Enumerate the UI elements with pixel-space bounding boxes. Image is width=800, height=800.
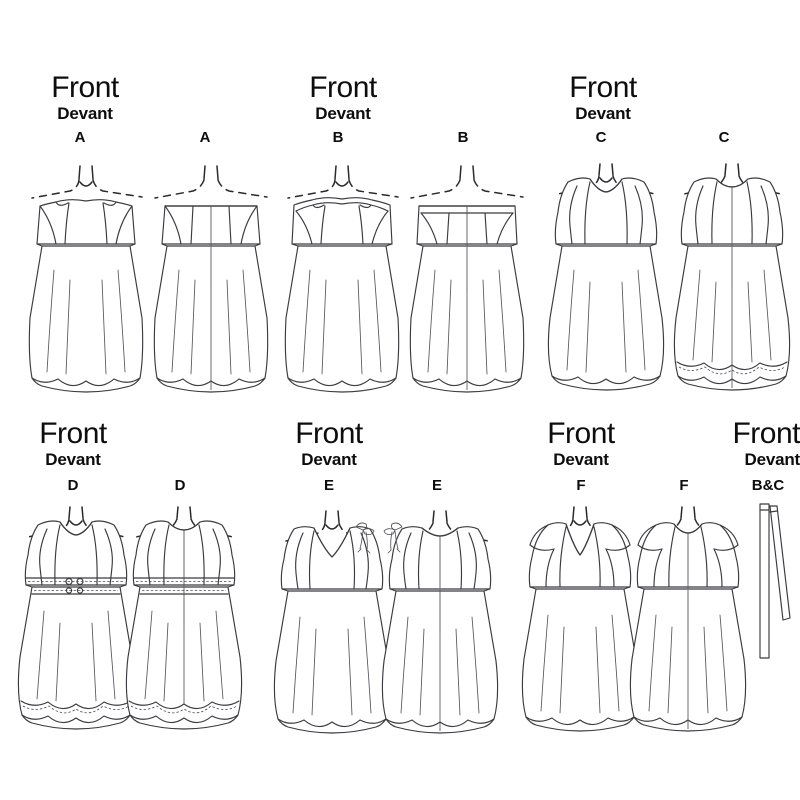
dress-a-front-garment [28,199,144,393]
heading-devant-word: Devant [744,450,800,469]
view-letter-a-back: A [199,129,211,146]
heading-devant-word: Devant [45,450,101,469]
heading-e: Front Devant [244,417,414,470]
view-letter-c-front: C [595,129,607,146]
view-group-e: Front Devant E E [244,400,502,800]
heading-front-word: Front [309,71,377,104]
dress-b-front-garment [284,197,400,393]
dress-c-front-garment [547,177,665,391]
view-letter-f-front: F [576,477,586,494]
view-letter-f-back: F [679,477,689,494]
heading-a: Front Devant [0,71,170,124]
dress-f-back-figure [629,506,747,732]
dress-e-front-shoulder-bow [355,522,375,554]
dress-d-front-hem-trim [20,700,132,724]
sash-strip-vertical [759,503,770,659]
heading-f: Front Devant [496,417,666,470]
heading-sash-bc: Front Devant [630,417,800,470]
view-letter-e-front: E [323,477,334,494]
pattern-row-1: Front Devant A A [0,0,800,410]
heading-front-word: Front [39,417,107,450]
dress-f-front-figure [521,506,639,732]
sash-bc-figure [759,503,791,659]
dress-a-front-body-guides [31,165,143,199]
pattern-row-2: Front Devant D D [0,400,800,800]
sash-strip-angled [769,505,791,621]
view-group-f: Front Devant F F [496,400,747,800]
dress-d-back-figure [125,506,243,730]
heading-front-word: Front [569,71,637,104]
dress-a-front-figure [28,165,144,393]
view-letter-e-back: E [431,477,442,494]
dress-e-back-shoulder-bow [383,522,403,554]
view-letter-a-front: A [74,129,86,146]
dress-a-back-body-guides [154,165,268,199]
dress-b-back-body-guides [410,165,524,199]
view-letter-d-front: D [67,477,79,494]
view-letter-sash-bc: B&C [751,477,785,494]
heading-devant-word: Devant [301,450,357,469]
heading-front-word: Front [732,417,800,450]
dress-b-front-body-guides [287,165,399,199]
view-letter-b-back: B [457,129,469,146]
dress-e-back-figure [381,510,499,734]
dress-d-front-garment [17,520,135,730]
dress-c-back-figure [673,163,791,391]
dress-e-front-figure [273,510,391,734]
heading-b: Front Devant [258,71,428,124]
heading-front-word: Front [295,417,363,450]
heading-devant-word: Devant [57,104,113,123]
heading-devant-word: Devant [553,450,609,469]
view-group-d: Front Devant D D [0,400,250,800]
heading-devant-word: Devant [575,104,631,123]
dress-b-back-figure [409,165,525,393]
view-letter-d-back: D [174,477,186,494]
dress-d-front-belt [25,577,127,595]
heading-front-word: Front [51,71,119,104]
dress-c-front-figure [547,163,665,391]
dress-e-front-garment [273,526,391,734]
dress-f-front-garment [521,522,639,732]
view-group-sash-bc: Front Devant B&C [700,400,800,800]
dress-d-front-figure [17,506,135,730]
view-group-a: Front Devant A A [0,0,270,410]
view-group-c: Front Devant C C [518,0,800,410]
dress-a-back-figure [153,165,269,393]
view-group-b: Front Devant B B [258,0,525,410]
view-letter-c-back: C [718,129,730,146]
dress-b-front-figure [284,165,400,393]
heading-front-word: Front [547,417,615,450]
view-letter-b-front: B [332,129,344,146]
heading-d: Front Devant [0,417,158,470]
heading-devant-word: Devant [315,104,371,123]
heading-c: Front Devant [518,71,688,124]
